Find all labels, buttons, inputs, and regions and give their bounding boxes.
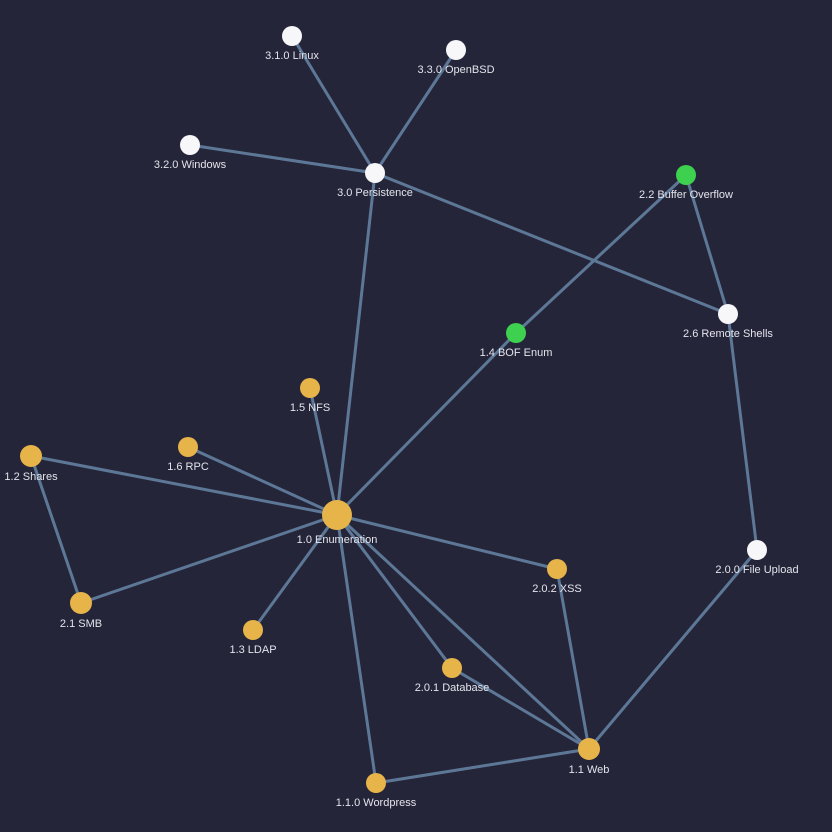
node-circle[interactable] <box>322 500 352 530</box>
node-circle[interactable] <box>20 445 42 467</box>
node-circle[interactable] <box>282 26 302 46</box>
edge-n-2-1-to-n-1-0 <box>79 513 339 605</box>
edge-n-2-6-to-n-2-0-0 <box>726 312 759 552</box>
edge-layer <box>29 34 759 785</box>
edge-n-1-6-to-n-1-0 <box>186 445 339 517</box>
edge-n-3-0-to-n-2-6 <box>373 171 730 316</box>
node-circle[interactable] <box>718 304 738 324</box>
edge-n-1-0-to-n-1-1-0 <box>335 513 378 785</box>
edge-n-2-2-to-n-1-4 <box>514 173 688 335</box>
node-circle[interactable] <box>70 592 92 614</box>
edge-n-1-0-to-n-2-0-1 <box>335 513 454 670</box>
edge-n-1-2-to-n-1-0 <box>29 454 339 517</box>
edge-n-1-0-to-n-1-1 <box>335 513 591 751</box>
node-circle[interactable] <box>506 323 526 343</box>
node-circle[interactable] <box>446 40 466 60</box>
edge-n-2-0-0-to-n-1-1 <box>587 548 759 751</box>
edge-n-2-2-to-n-2-6 <box>684 173 730 316</box>
edge-n-1-1-0-to-n-1-1 <box>374 747 591 785</box>
node-circle[interactable] <box>747 540 767 560</box>
node-circle[interactable] <box>578 738 600 760</box>
edge-n-1-2-to-n-2-1 <box>29 454 83 605</box>
node-circle[interactable] <box>366 773 386 793</box>
edge-n-1-4-to-n-1-0 <box>335 331 518 517</box>
edge-n-1-0-to-n-2-0-2 <box>335 513 559 571</box>
edge-n-3-0-to-n-1-0 <box>335 171 377 517</box>
node-circle[interactable] <box>442 658 462 678</box>
node-circle[interactable] <box>365 163 385 183</box>
edge-n-2-0-2-to-n-1-1 <box>555 567 591 751</box>
edge-n-3-1-0-to-n-3-0 <box>290 34 377 175</box>
edge-n-3-3-0-to-n-3-0 <box>373 48 458 175</box>
node-circle[interactable] <box>178 437 198 457</box>
edge-n-1-5-to-n-1-0 <box>308 386 339 517</box>
edge-n-2-0-1-to-n-1-1 <box>450 666 591 751</box>
node-circle[interactable] <box>547 559 567 579</box>
edge-n-1-3-to-n-1-0 <box>251 513 339 632</box>
node-circle[interactable] <box>676 165 696 185</box>
node-circle[interactable] <box>243 620 263 640</box>
node-circle[interactable] <box>180 135 200 155</box>
edge-n-3-2-0-to-n-3-0 <box>188 143 377 175</box>
node-circle[interactable] <box>300 378 320 398</box>
